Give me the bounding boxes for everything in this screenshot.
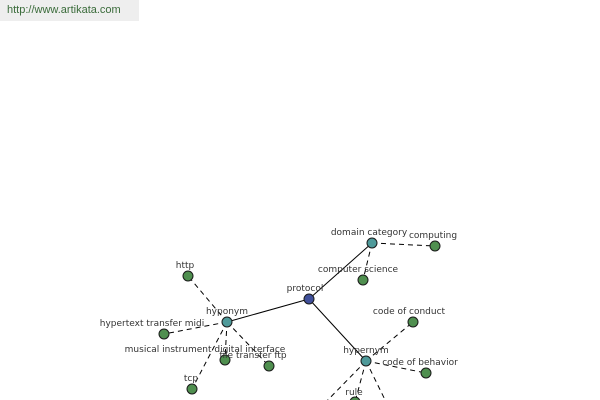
label-tcp[interactable]: tcp — [184, 374, 198, 384]
label-hypertext-transfer-midi[interactable]: hypertext transfer midi — [100, 319, 205, 329]
label-file-transfer-ftp[interactable]: file transfer ftp — [219, 351, 287, 361]
label-computer-science[interactable]: computer science — [318, 265, 399, 275]
node-http[interactable] — [182, 270, 194, 282]
node-file-transfer-ftp[interactable] — [263, 360, 275, 372]
node-protocol[interactable] — [303, 293, 315, 305]
node-hyponym[interactable] — [221, 316, 233, 328]
edge-hyponym-http — [187, 275, 228, 323]
edge-hypernym-code-of-behavior — [365, 360, 427, 374]
edge-hyponym-file-transfer-ftp — [226, 321, 270, 367]
label-http[interactable]: http — [176, 261, 195, 271]
node-domain-category[interactable] — [366, 237, 378, 249]
node-code-of-behavior[interactable] — [420, 367, 432, 379]
edge-protocol-domain-category — [308, 242, 373, 300]
node-hypertext-transfer-midi[interactable] — [158, 328, 170, 340]
node-computing[interactable] — [429, 240, 441, 252]
label-protocol[interactable]: protocol — [287, 284, 324, 294]
graph-edges — [163, 242, 436, 400]
site-url-link[interactable]: http://www.artikata.com — [0, 0, 139, 21]
node-hypernym[interactable] — [360, 355, 372, 367]
label-hypernym[interactable]: hypernym — [343, 346, 389, 356]
graph-nodes — [158, 237, 441, 400]
node-computer-science[interactable] — [357, 274, 369, 286]
node-musical-instrument-digital-interface[interactable] — [219, 354, 231, 366]
edge-protocol-hyponym — [226, 298, 310, 323]
node-rule[interactable] — [349, 396, 361, 400]
edge-hyponym-tcp — [191, 321, 228, 390]
label-code-of-behavior[interactable]: code of behavior — [382, 358, 458, 368]
node-tcp[interactable] — [186, 383, 198, 395]
label-domain-category[interactable]: domain category — [331, 228, 408, 238]
edge-hyponym-hypertext-transfer-midi — [163, 321, 228, 335]
edge-hypernym-offscreen-b — [365, 360, 386, 400]
edge-protocol-hypernym — [308, 298, 367, 362]
edge-domain-category-computing — [371, 242, 436, 247]
edge-hypernym-offscreen-a — [327, 360, 367, 400]
label-rule[interactable]: rule — [345, 388, 363, 398]
label-hyponym[interactable]: hyponym — [206, 307, 248, 317]
edge-hyponym-musical-instrument-digital-interface — [224, 321, 228, 361]
edge-hypernym-rule — [355, 360, 367, 400]
label-musical-instrument-digital-interface[interactable]: musical instrument digital interface — [125, 345, 286, 355]
node-code-of-conduct[interactable] — [407, 316, 419, 328]
label-computing[interactable]: computing — [409, 231, 457, 241]
edge-hypernym-code-of-conduct — [365, 321, 414, 362]
edge-domain-category-computer-science — [362, 242, 373, 281]
label-code-of-conduct[interactable]: code of conduct — [373, 307, 446, 317]
